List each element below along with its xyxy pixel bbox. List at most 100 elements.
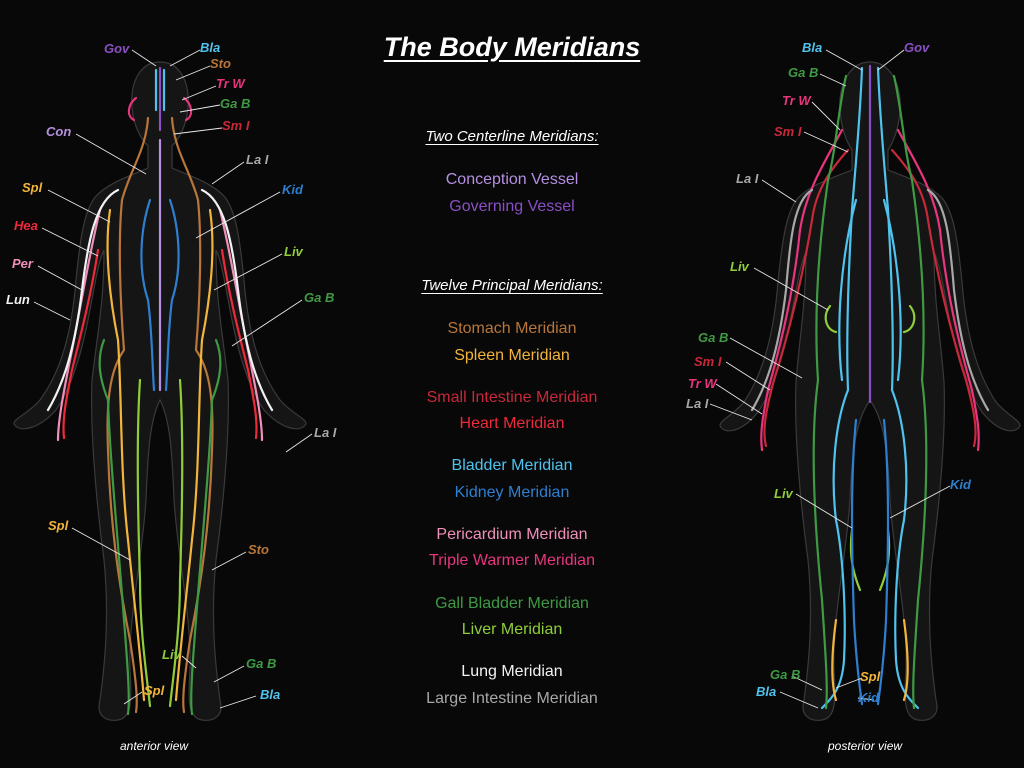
legend-lung: Lung Meridian xyxy=(461,663,563,680)
anterior-triple-warmer-left xyxy=(127,96,138,122)
anterior-label-spl: Spl xyxy=(22,180,43,195)
anterior-label-sto2: Sto xyxy=(248,542,269,557)
posterior-label-liv2: Liv xyxy=(774,486,794,501)
legend-pericardium: Pericardium Meridian xyxy=(436,526,588,543)
posterior-label-trw2: Tr W xyxy=(688,376,718,391)
anterior-label-gab3: Ga B xyxy=(246,656,276,671)
posterior-kidney-line-left xyxy=(850,418,864,706)
legend-bladder: Bladder Meridian xyxy=(451,457,573,474)
posterior-label-lai2: La I xyxy=(686,396,709,411)
anterior-leader-lines xyxy=(33,49,313,709)
posterior-label-smi: Sm I xyxy=(774,124,802,139)
anterior-label-con: Con xyxy=(46,124,71,139)
anterior-meridian-lines xyxy=(46,66,274,716)
anterior-label-gab2: Ga B xyxy=(304,290,334,305)
anterior-lung-line-right xyxy=(200,188,274,412)
posterior-liver-leg xyxy=(849,528,891,592)
posterior-spleen-ankle xyxy=(831,618,909,702)
legend-small-intestine: Small Intestine Meridian xyxy=(426,389,598,406)
posterior-label-bla: Bla xyxy=(802,40,822,55)
posterior-triple-warmer-right xyxy=(896,128,980,452)
anterior-spleen-line-left xyxy=(106,208,146,702)
page-title: The Body Meridians xyxy=(383,32,641,62)
anterior-label-spl3: Spl xyxy=(144,683,165,698)
posterior-label-gab3: Ga B xyxy=(770,667,800,682)
legend-governing-vessel: Governing Vessel xyxy=(449,198,575,215)
anterior-gall-bladder-line-left xyxy=(98,338,130,716)
anterior-liver-line-left xyxy=(136,378,152,708)
posterior-label-smi2: Sm I xyxy=(694,354,722,369)
posterior-meridian-lines xyxy=(750,64,990,710)
posterior-liver-hip xyxy=(824,304,916,334)
legend-heart: Heart Meridian xyxy=(459,415,565,432)
posterior-label-trw: Tr W xyxy=(782,93,812,108)
posterior-gall-bladder-line-right xyxy=(892,74,928,710)
anterior-spleen-line-right xyxy=(174,208,214,702)
posterior-label-bla2: Bla xyxy=(756,684,776,699)
anterior-label-per: Per xyxy=(12,256,34,271)
posterior-kidney-line-right xyxy=(876,418,890,706)
posterior-label-spl: Spl xyxy=(860,669,881,684)
legend-conception-vessel: Conception Vessel xyxy=(445,171,579,188)
legend-kidney: Kidney Meridian xyxy=(454,484,570,501)
posterior-label-gov: Gov xyxy=(904,40,930,55)
anterior-stomach-line-left xyxy=(106,116,150,714)
posterior-small-intestine-left xyxy=(763,148,850,448)
section-heading-principal: Twelve Principal Meridians: xyxy=(421,277,603,294)
anterior-bladder-head xyxy=(154,68,166,112)
posterior-label-kid2: Kid xyxy=(858,690,880,705)
anterior-label-gov: Gov xyxy=(104,41,130,56)
legend-large-intestine: Large Intestine Meridian xyxy=(426,690,598,707)
anterior-label-sto: Sto xyxy=(210,56,231,71)
posterior-label-gab2: Ga B xyxy=(698,330,728,345)
posterior-view-caption: posterior view xyxy=(828,739,903,753)
anterior-label-spl2: Spl xyxy=(48,518,69,533)
anterior-lung-line-left xyxy=(46,188,120,412)
anterior-label-lai2: La I xyxy=(314,425,337,440)
posterior-bladder-line-left xyxy=(820,66,864,710)
legend-liver: Liver Meridian xyxy=(461,621,563,638)
posterior-small-intestine-right xyxy=(890,148,977,448)
anterior-liver-line-right xyxy=(168,378,184,708)
anterior-gall-bladder-line-right xyxy=(190,338,222,716)
posterior-label-liv: Liv xyxy=(730,259,750,274)
anterior-label-lun: Lun xyxy=(6,292,30,307)
posterior-label-kid: Kid xyxy=(950,477,972,492)
anterior-label-smi: Sm I xyxy=(222,118,250,133)
anterior-stomach-line-right xyxy=(170,116,214,714)
posterior-gall-bladder-line-left xyxy=(812,74,848,710)
anterior-heart-line-left xyxy=(62,248,100,440)
anterior-heart-line-right xyxy=(220,248,258,440)
anterior-label-liv2: Liv xyxy=(162,647,182,662)
anterior-label-hea: Hea xyxy=(14,218,38,233)
legend-gall-bladder: Gall Bladder Meridian xyxy=(435,595,589,612)
anterior-view-caption: anterior view xyxy=(120,739,189,753)
anterior-label-gab: Ga B xyxy=(220,96,250,111)
anterior-body-outline xyxy=(13,61,307,721)
anterior-label-liv: Liv xyxy=(284,244,304,259)
anterior-kidney-line-right xyxy=(164,198,180,392)
anterior-kidney-line-left xyxy=(140,198,156,392)
posterior-label-gab: Ga B xyxy=(788,65,818,80)
anterior-label-lai: La I xyxy=(246,152,269,167)
posterior-large-intestine-right xyxy=(926,188,990,412)
posterior-labels: Bla Gov Ga B Tr W Sm I La I Liv Ga B Sm … xyxy=(686,40,972,705)
anterior-label-bla: Bla xyxy=(200,40,220,55)
anterior-label-bla2: Bla xyxy=(260,687,280,702)
anterior-labels: Gov Bla Sto Tr W Ga B Sm I Con La I Kid … xyxy=(6,40,337,702)
legend-spleen: Spleen Meridian xyxy=(454,347,570,364)
posterior-bladder-inner xyxy=(838,198,902,382)
posterior-large-intestine-left xyxy=(750,188,814,412)
anterior-label-kid: Kid xyxy=(282,182,304,197)
posterior-leader-lines xyxy=(709,49,951,709)
legend-stomach: Stomach Meridian xyxy=(447,320,577,337)
posterior-triple-warmer-left xyxy=(760,128,844,452)
section-heading-centerline: Two Centerline Meridians: xyxy=(425,128,599,145)
posterior-bladder-line-right xyxy=(876,66,920,710)
posterior-label-lai: La I xyxy=(736,171,759,186)
anterior-label-trw: Tr W xyxy=(216,76,246,91)
legend-triple-warmer: Triple Warmer Meridian xyxy=(429,552,595,569)
